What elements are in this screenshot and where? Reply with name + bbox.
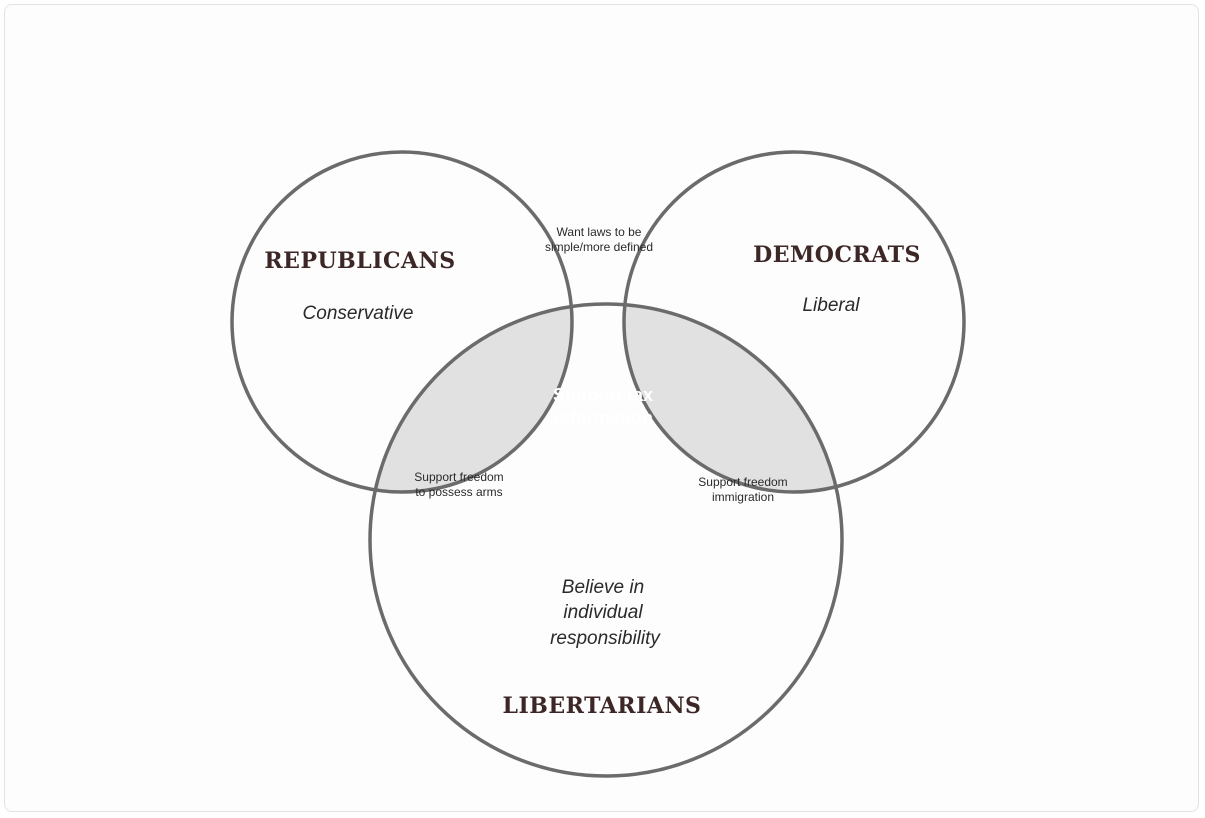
democrats-subtitle: Liberal	[802, 295, 860, 316]
republicans-libertarians-label-line-2: to possess arms	[415, 485, 502, 499]
republicans-circle	[230, 150, 574, 494]
center-label-line-2: reformation	[553, 408, 653, 428]
libertarians-title: LIBERTARIANS	[503, 693, 702, 719]
libertarians-subtitle-line-3: responsibility	[550, 628, 661, 649]
libertarians-subtitle-line-1: Believe in	[562, 577, 644, 598]
diagram-frame	[4, 4, 1199, 812]
republicans-title: REPUBLICANS	[264, 248, 455, 274]
intersection-republicans-libertarians-region	[370, 304, 572, 492]
democrats-libertarians-label-line-2: immigration	[712, 490, 774, 504]
republicans-democrats-label-line-1: Want laws to be	[557, 225, 642, 239]
libertarians-subtitle-line-2: individual	[563, 602, 643, 623]
democrats-circle	[622, 150, 966, 494]
libertarians-circle	[368, 302, 844, 778]
center-label-line-1: Support tax	[553, 385, 653, 405]
democrats-libertarians-label-line-1: Support freedom	[698, 475, 787, 489]
republicans-libertarians-label-line-1: Support freedom	[414, 470, 503, 484]
republicans-democrats-label-line-2: simple/more defined	[545, 240, 653, 254]
democrats-title: DEMOCRATS	[753, 242, 921, 268]
intersection-democrats-libertarians-region	[624, 304, 842, 492]
republicans-subtitle: Conservative	[303, 303, 414, 324]
